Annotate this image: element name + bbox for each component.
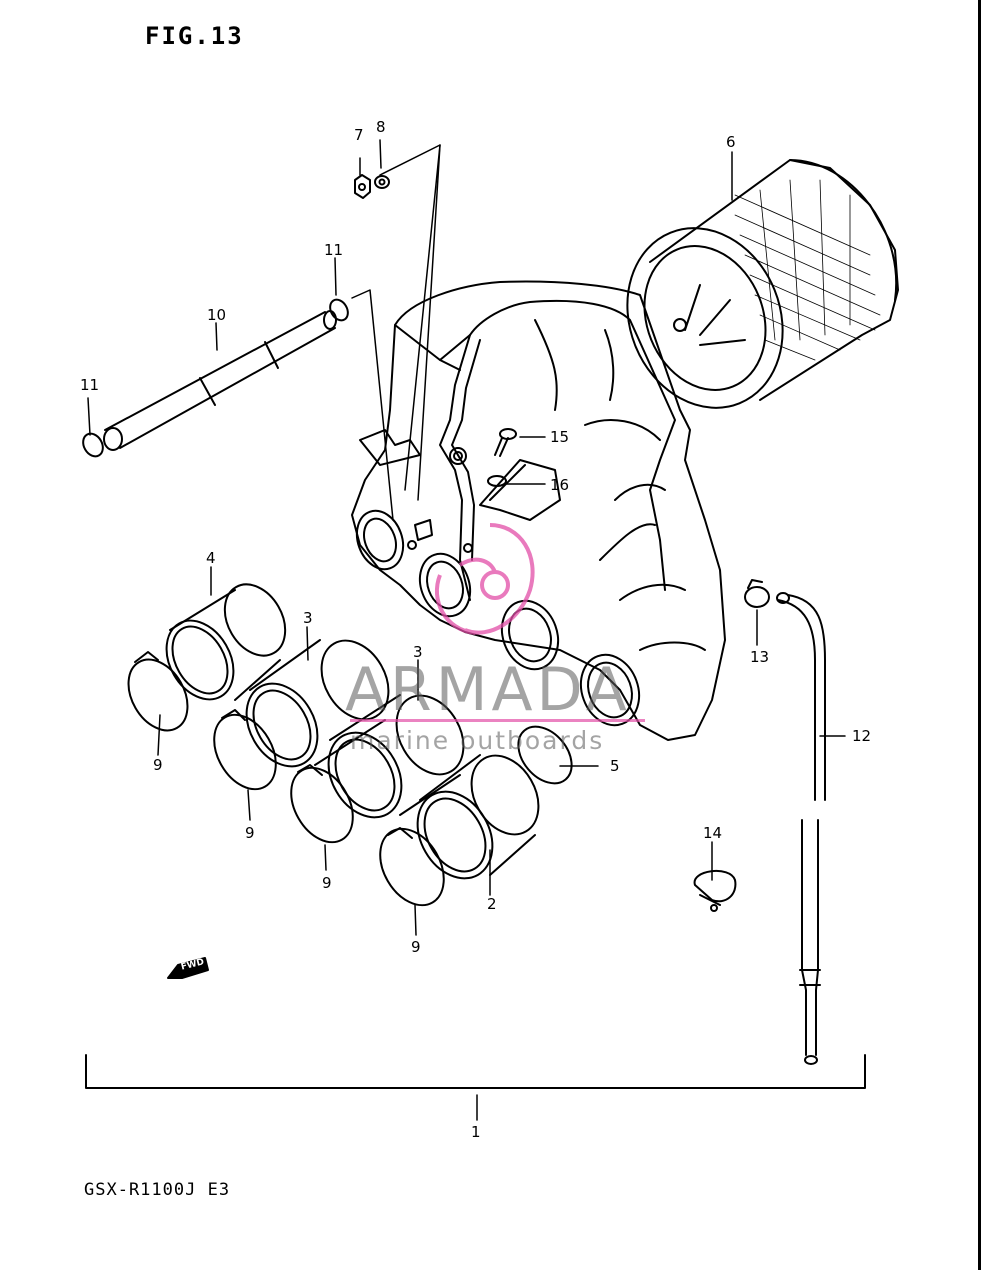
watermark-underline [350,719,645,722]
callout-2: 2 [487,895,497,913]
screw-15 [494,428,517,457]
breather-hose-12 [776,592,826,1065]
figure-title: FIG.13 [145,22,244,50]
page-edge-border [978,0,981,1270]
callout-7: 7 [354,126,364,144]
callout-9-d: 9 [411,938,421,956]
callout-14: 14 [703,824,723,842]
callout-8: 8 [376,118,386,136]
callout-12: 12 [852,727,872,745]
callout-16: 16 [550,476,570,494]
callout-9-a: 9 [153,756,163,774]
callout-15: 15 [550,428,570,446]
model-code: GSX-R1100J E3 [84,1180,231,1200]
callout-3-right: 3 [413,643,423,661]
watermark-logo-icon [434,523,535,635]
callout-1: 1 [471,1123,481,1141]
watermark-brand: ARMADA [345,655,631,725]
assembly-bracket [85,1054,866,1089]
watermark-tagline: marine outboards [350,726,605,755]
washer-16 [487,475,507,487]
callout-3-left: 3 [303,609,313,627]
callout-9-c: 9 [322,874,332,892]
leader-lines [87,139,846,1121]
clip-11 [82,298,349,458]
air-cleaner-box [351,280,726,741]
callout-5: 5 [610,757,620,775]
callout-11-left: 11 [80,376,100,394]
hose-clamps [127,651,445,907]
callout-9-b: 9 [245,824,255,842]
callout-13: 13 [750,648,770,666]
forward-arrow-icon [167,957,209,979]
callout-4: 4 [206,549,216,567]
hose-clip-14 [693,869,737,912]
hose-clamp-13 [744,579,770,608]
air-filter-element [626,159,899,409]
drain-tube-10 [103,310,337,451]
callout-6: 6 [726,133,736,151]
callout-11-top: 11 [324,241,344,259]
nut-and-washer [354,174,390,199]
callout-10: 10 [207,306,227,324]
